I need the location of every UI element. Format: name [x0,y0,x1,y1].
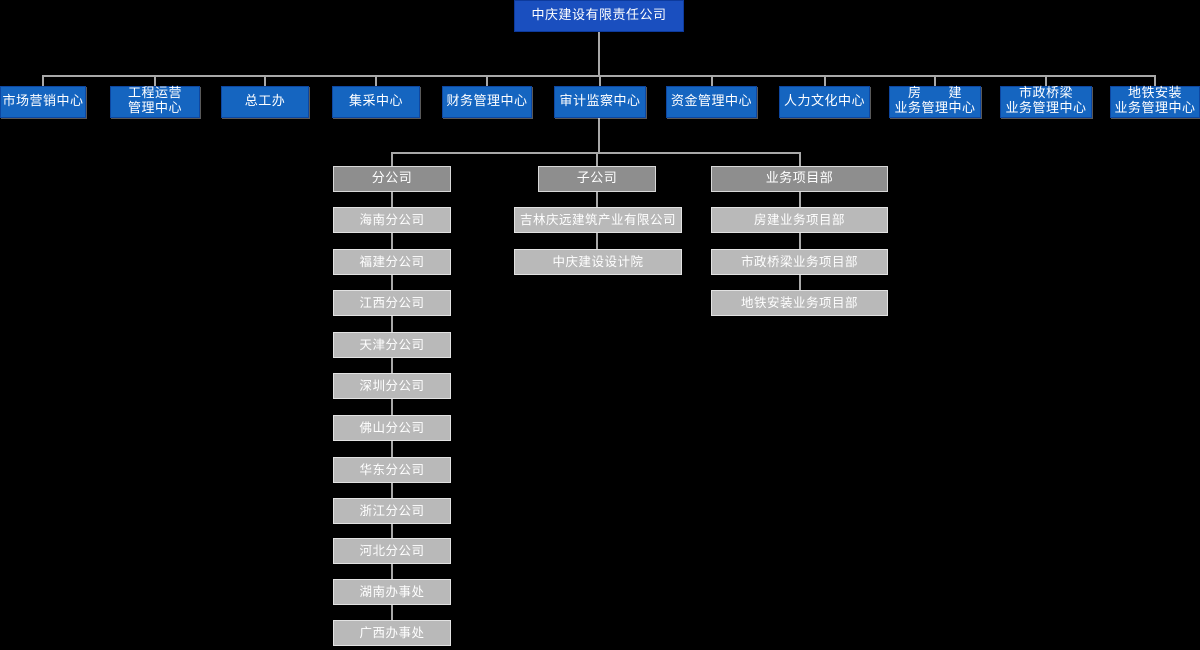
group-item-1-1[interactable]: 中庆建设设计院 [514,249,682,275]
group-item-connector-0-2 [391,275,393,290]
group-item-0-7[interactable]: 浙江分公司 [333,498,451,524]
department-drop-connector-5 [599,75,601,86]
group-item-0-6[interactable]: 华东分公司 [333,457,451,483]
group-header-drop-1 [596,152,598,166]
department-drop-connector-6 [711,75,713,86]
department-drop-connector-9 [1045,75,1047,86]
department-node-10[interactable]: 地铁安装 业务管理中心 [1110,86,1200,118]
group-item-0-4[interactable]: 深圳分公司 [333,373,451,399]
group-item-0-8[interactable]: 河北分公司 [333,538,451,564]
department-node-5[interactable]: 审计监察中心 [554,86,646,118]
group-item-0-5[interactable]: 佛山分公司 [333,415,451,441]
department-drop-connector-8 [934,75,936,86]
root-stem-connector [598,32,600,75]
department-node-2[interactable]: 总工办 [221,86,309,118]
group-item-0-3[interactable]: 天津分公司 [333,332,451,358]
group-item-connector-0-8 [391,524,393,538]
group-header-drop-0 [391,152,393,166]
department-drop-connector-1 [154,75,156,86]
group-item-connector-0-4 [391,358,393,373]
group-item-connector-0-5 [391,399,393,415]
group-header-0[interactable]: 分公司 [333,166,451,192]
group-stem-connector [598,118,600,152]
department-node-1[interactable]: 工程运营 管理中心 [110,86,200,118]
department-node-0[interactable]: 市场营销中心 [0,86,86,118]
group-item-connector-0-0 [391,192,393,207]
group-item-connector-2-0 [799,192,801,207]
group-item-connector-1-0 [596,192,598,207]
department-node-9[interactable]: 市政桥梁 业务管理中心 [1000,86,1092,118]
group-header-2[interactable]: 业务项目部 [711,166,888,192]
department-drop-connector-7 [824,75,826,86]
group-item-connector-1-1 [596,233,598,249]
group-item-connector-0-1 [391,233,393,249]
group-item-connector-0-9 [391,564,393,579]
department-drop-connector-4 [486,75,488,86]
department-node-7[interactable]: 人力文化中心 [779,86,870,118]
department-node-6[interactable]: 资金管理中心 [666,86,757,118]
department-node-8[interactable]: 房 建 业务管理中心 [889,86,981,118]
group-item-connector-0-3 [391,316,393,332]
group-item-0-10[interactable]: 广西办事处 [333,620,451,646]
group-item-2-1[interactable]: 市政桥梁业务项目部 [711,249,888,275]
group-item-2-0[interactable]: 房建业务项目部 [711,207,888,233]
group-header-drop-2 [799,152,801,166]
group-item-1-0[interactable]: 吉林庆远建筑产业有限公司 [514,207,682,233]
department-node-4[interactable]: 财务管理中心 [442,86,532,118]
department-node-3[interactable]: 集采中心 [332,86,420,118]
group-item-connector-0-10 [391,605,393,620]
department-drop-connector-3 [375,75,377,86]
group-header-1[interactable]: 子公司 [538,166,656,192]
group-item-0-2[interactable]: 江西分公司 [333,290,451,316]
root-node-company[interactable]: 中庆建设有限责任公司 [514,0,684,32]
group-item-2-2[interactable]: 地铁安装业务项目部 [711,290,888,316]
department-drop-connector-0 [42,75,44,86]
group-item-0-0[interactable]: 海南分公司 [333,207,451,233]
group-item-connector-0-7 [391,483,393,498]
group-item-0-9[interactable]: 湖南办事处 [333,579,451,605]
department-drop-connector-2 [264,75,266,86]
group-item-0-1[interactable]: 福建分公司 [333,249,451,275]
department-drop-connector-10 [1154,75,1156,86]
group-item-connector-2-1 [799,233,801,249]
group-item-connector-2-2 [799,275,801,290]
group-item-connector-0-6 [391,441,393,457]
